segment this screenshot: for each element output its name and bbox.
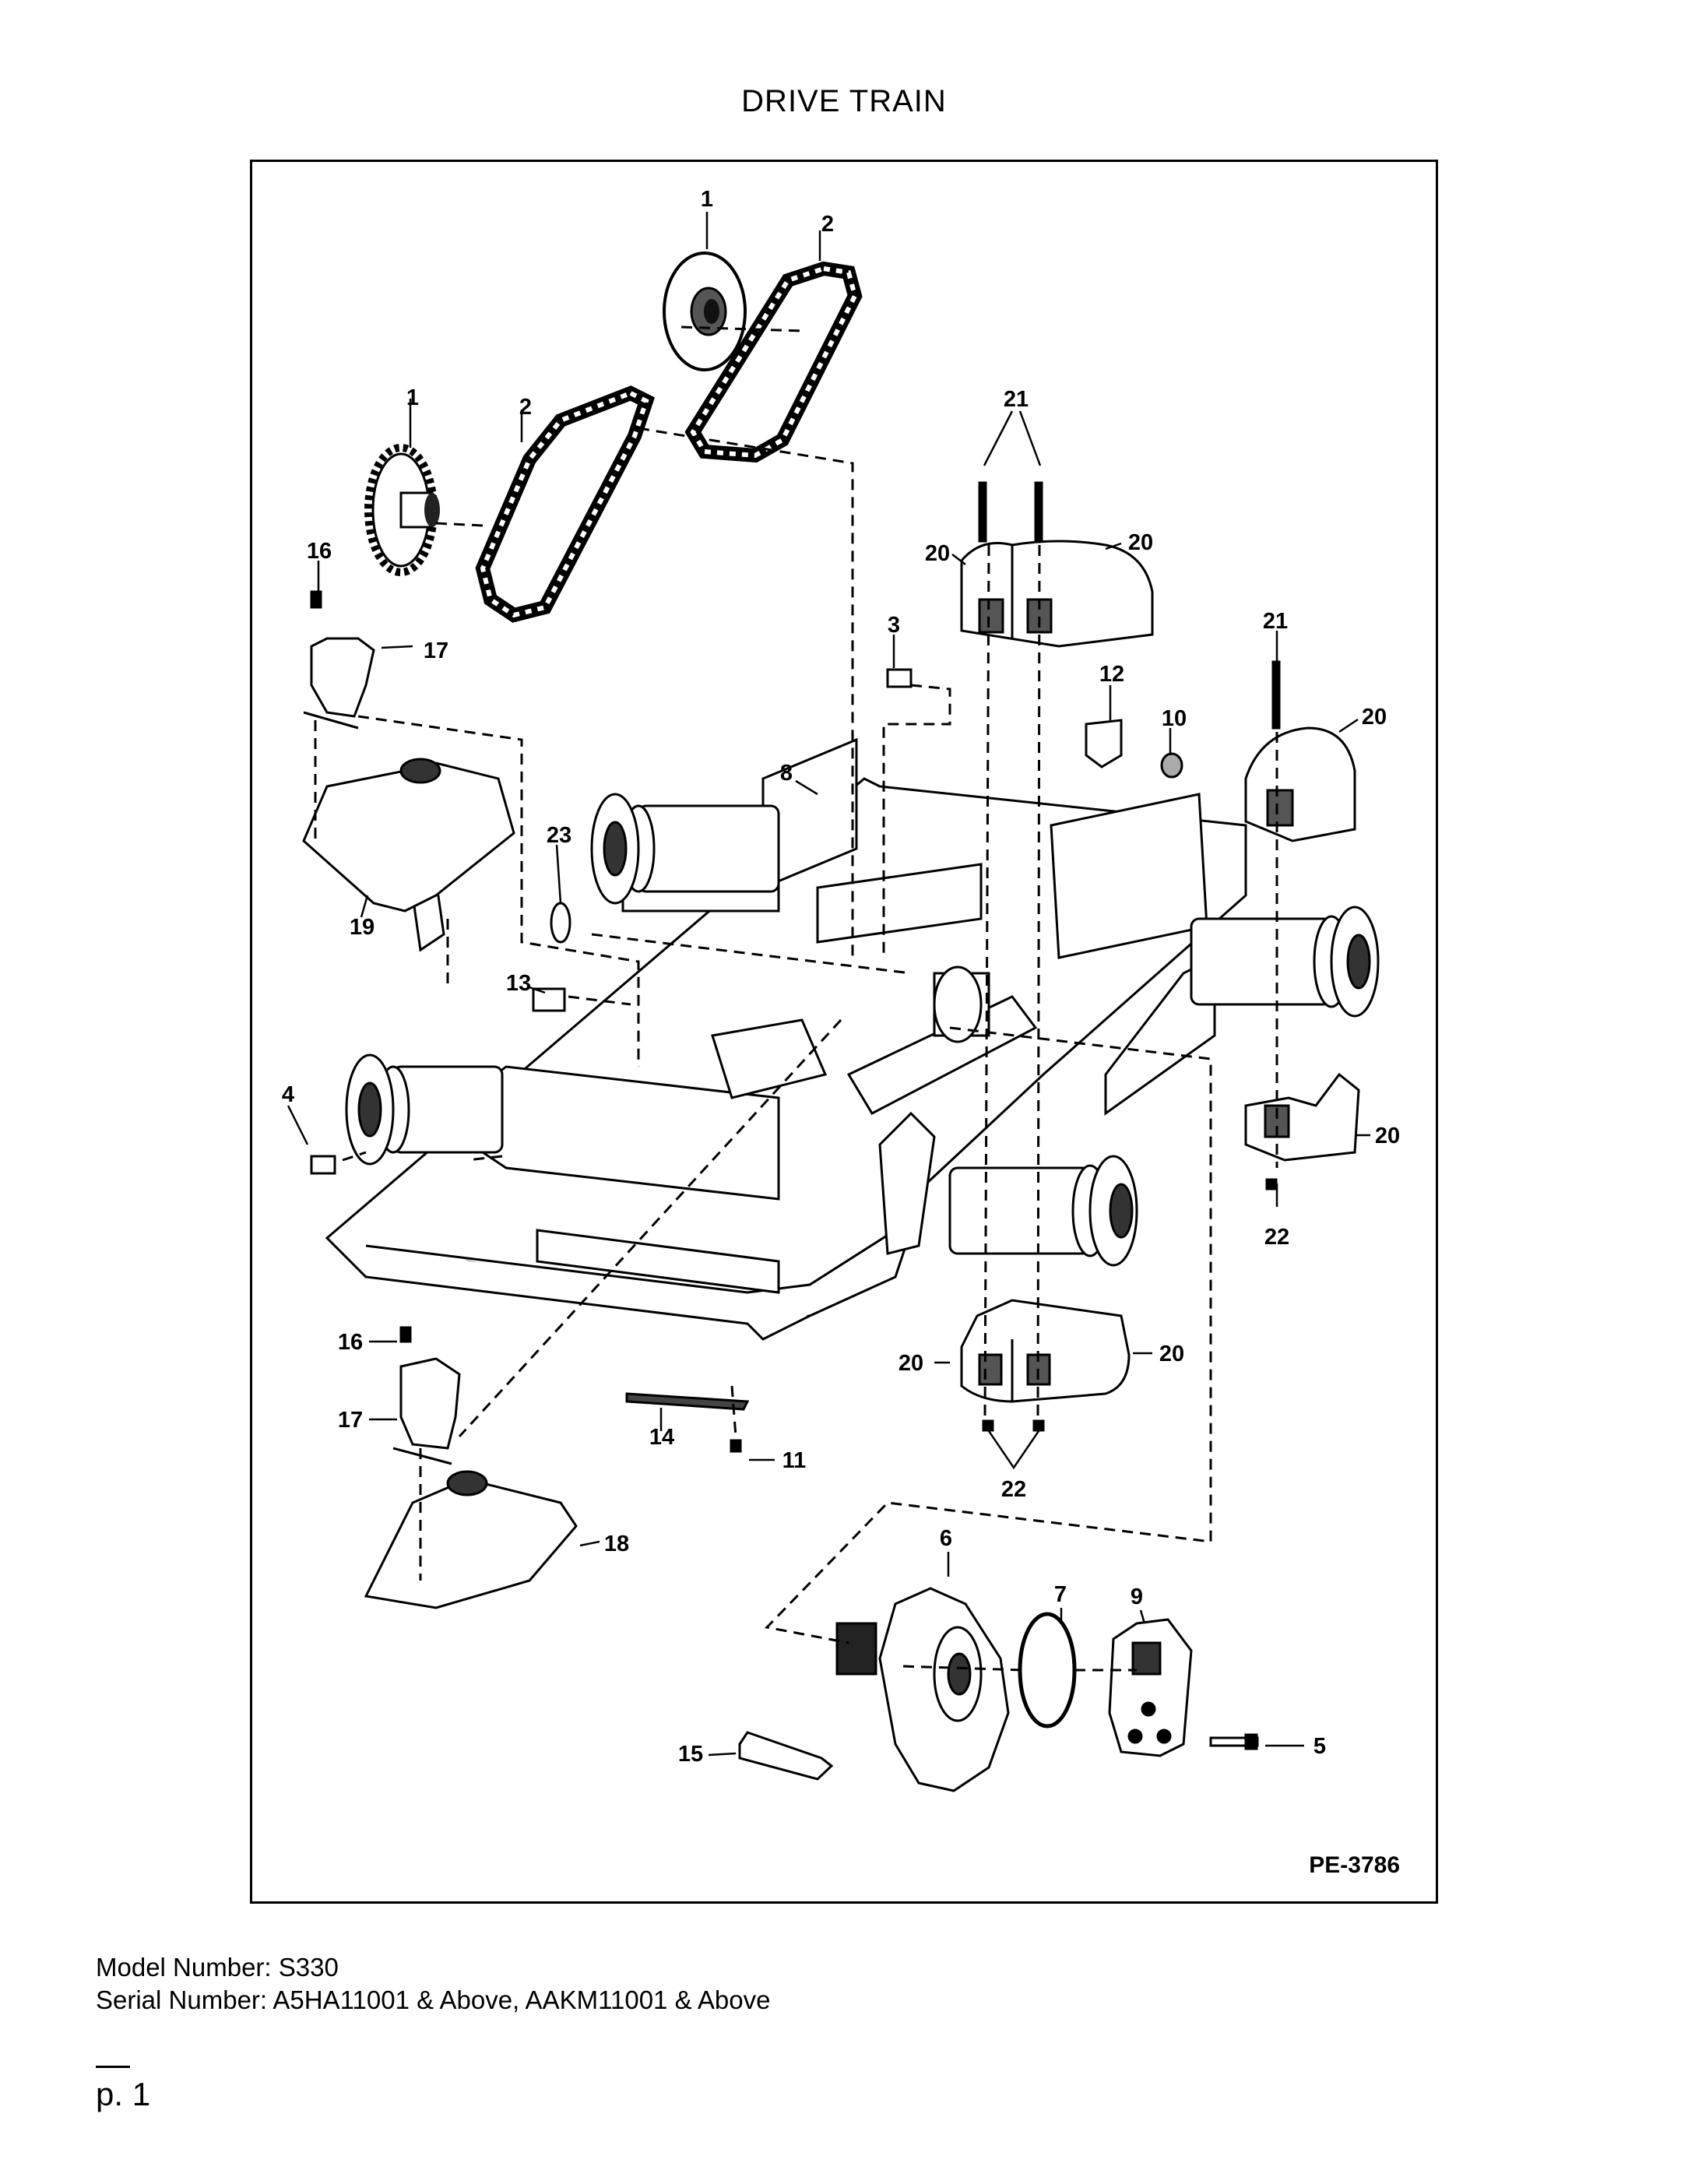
callout-15: 15 xyxy=(678,1742,703,1767)
sprocket-upper xyxy=(663,251,747,371)
callout-20-right-lower: 20 xyxy=(1375,1124,1400,1148)
callout-8: 8 xyxy=(780,761,793,786)
leader-lines xyxy=(287,212,1370,1757)
alignment-lines xyxy=(314,325,1278,1672)
chain-cover-upper xyxy=(303,637,375,730)
model-info: Model Number: S330 Serial Number: A5HA11… xyxy=(96,1951,771,2017)
callout-20-top-right: 20 xyxy=(1128,530,1153,555)
hardware xyxy=(310,481,1281,1750)
callout-16-lower: 16 xyxy=(338,1330,363,1355)
callout-17-upper: 17 xyxy=(424,638,448,663)
drive-chain-upper xyxy=(684,261,863,463)
callout-2-upper: 2 xyxy=(821,212,834,237)
callout-20-top-left: 20 xyxy=(925,541,950,566)
callout-6: 6 xyxy=(940,1526,952,1551)
o-ring xyxy=(1018,1612,1077,1729)
brake-valve-housing xyxy=(1108,1618,1193,1757)
callout-11: 11 xyxy=(782,1448,807,1473)
callout-22-bottom: 22 xyxy=(1001,1477,1026,1502)
callout-19: 19 xyxy=(350,915,375,940)
callout-1-lower: 1 xyxy=(406,385,419,410)
axle-front-right xyxy=(948,1155,1138,1267)
axle-guard-top-center xyxy=(960,540,1154,648)
callout-9: 9 xyxy=(1131,1584,1143,1609)
skid-plate-lower xyxy=(364,1470,578,1609)
callout-20-bottom-left: 20 xyxy=(899,1351,923,1376)
callout-1-upper: 1 xyxy=(701,187,713,212)
diagram-frame xyxy=(250,160,1438,1904)
callout-3: 3 xyxy=(888,613,900,638)
page-divider xyxy=(96,2066,130,2068)
page-number: p. 1 xyxy=(96,2076,151,2112)
axle-front-left xyxy=(345,1053,504,1166)
axle-guard-right-lower xyxy=(1244,1072,1360,1162)
chassis-frame xyxy=(325,737,1247,1341)
axle-guard-right-upper xyxy=(1244,726,1356,842)
grease-tube xyxy=(738,1731,834,1781)
serial-number: Serial Number: A5HA11001 & Above, AAKM11… xyxy=(96,1985,771,2014)
callout-20-bottom-right: 20 xyxy=(1159,1342,1184,1366)
callout-21-right: 21 xyxy=(1263,609,1288,634)
axle-rear-left xyxy=(590,793,780,905)
axle-rear-right xyxy=(1190,906,1380,1018)
callout-18: 18 xyxy=(604,1532,629,1556)
callout-23: 23 xyxy=(547,823,571,848)
callout-22-right: 22 xyxy=(1264,1225,1289,1250)
callout-4: 4 xyxy=(282,1082,294,1107)
drawing-number: PE-3786 xyxy=(1309,1852,1400,1878)
drive-chain-lower xyxy=(475,385,656,623)
callout-17-lower: 17 xyxy=(338,1408,363,1433)
callout-10: 10 xyxy=(1162,706,1187,731)
axle-guard-bottom-center xyxy=(960,1299,1131,1403)
chain-cover-lower xyxy=(392,1357,461,1465)
skid-plate-upper xyxy=(302,758,515,913)
sprocket-lower xyxy=(364,444,440,576)
callout-13: 13 xyxy=(506,971,531,996)
callout-5: 5 xyxy=(1313,1734,1326,1759)
callout-14: 14 xyxy=(649,1425,674,1450)
model-number: Model Number: S330 xyxy=(96,1953,339,1982)
callout-2-lower: 2 xyxy=(519,395,532,420)
callout-20-right-upper: 20 xyxy=(1362,705,1387,730)
callout-12: 12 xyxy=(1099,662,1124,687)
callout-labels: 1 2 21 1 2 20 20 16 17 3 12 10 21 20 8 2… xyxy=(282,187,1400,1767)
drive-motor xyxy=(835,1587,1010,1792)
callout-21-top: 21 xyxy=(1004,387,1029,412)
callout-16-upper: 16 xyxy=(307,539,332,564)
page-title: DRIVE TRAIN xyxy=(741,84,947,118)
callout-7: 7 xyxy=(1054,1582,1067,1607)
